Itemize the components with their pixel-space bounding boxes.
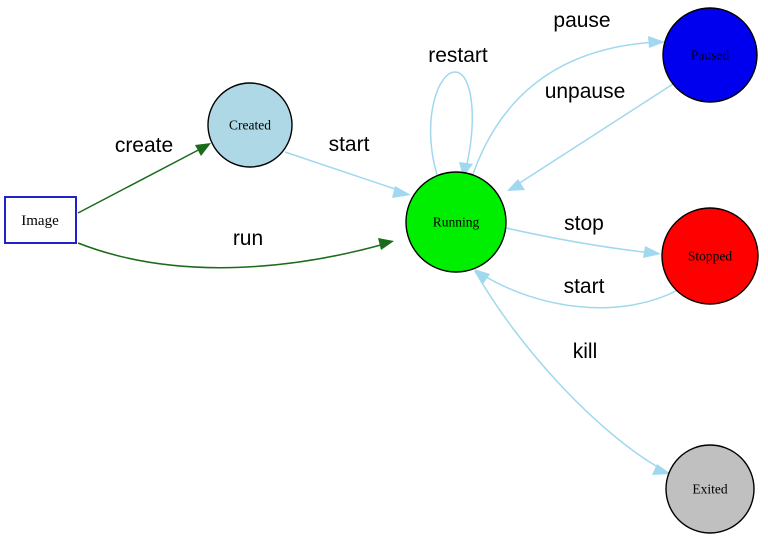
node-stopped[interactable]: Stopped: [661, 207, 759, 305]
edge-label-start-stopped: start: [564, 275, 605, 298]
node-created[interactable]: Created: [207, 82, 293, 168]
edge-label-create: create: [115, 134, 173, 157]
edge-stop[interactable]: stop: [505, 212, 661, 258]
node-paused-circle: [662, 7, 758, 103]
edge-stop-path: [505, 227, 654, 254]
node-exited-circle: [665, 444, 755, 534]
node-image[interactable]: Image: [4, 196, 77, 244]
edge-create[interactable]: create: [77, 134, 211, 214]
edge-restart-path: [429, 71, 474, 176]
edge-kill-path: [474, 270, 664, 471]
edge-label-pause: pause: [553, 9, 610, 32]
node-running[interactable]: Running: [405, 171, 507, 273]
node-stopped-circle: [661, 207, 759, 305]
edge-label-kill: kill: [573, 340, 598, 363]
edge-pause[interactable]: pause: [472, 9, 665, 175]
edge-start-created-arrowhead: [392, 186, 411, 198]
edge-label-restart: restart: [428, 44, 488, 67]
edge-label-stop: stop: [564, 212, 604, 235]
edge-unpause-path: [514, 83, 674, 187]
edge-pause-arrowhead: [648, 36, 665, 48]
edge-kill-arrowhead: [652, 464, 671, 475]
edge-label-unpause: unpause: [545, 80, 626, 103]
edge-unpause-arrowhead: [507, 179, 525, 191]
edge-label-run: run: [233, 227, 263, 250]
node-image-rect: [4, 196, 77, 244]
edge-run-arrowhead: [378, 238, 394, 250]
edge-create-path: [77, 145, 207, 214]
edge-run[interactable]: run: [77, 227, 394, 269]
edge-unpause[interactable]: unpause: [507, 80, 674, 191]
edge-start-created-path: [284, 151, 405, 193]
node-running-circle: [405, 171, 507, 273]
node-exited[interactable]: Exited: [665, 444, 755, 534]
edge-pause-path: [472, 41, 658, 175]
edge-run-path: [77, 242, 389, 269]
node-created-circle: [207, 82, 293, 168]
edge-start-stopped-arrowhead: [474, 269, 490, 284]
edge-label-start-created: start: [329, 133, 370, 156]
edge-stop-arrowhead: [643, 246, 661, 258]
edge-start-stopped[interactable]: start: [474, 269, 679, 309]
edge-start-stopped-path: [480, 273, 679, 309]
edge-start-created[interactable]: start: [284, 133, 411, 198]
edge-kill[interactable]: kill: [474, 270, 671, 475]
node-paused[interactable]: Paused: [662, 7, 758, 103]
edge-create-arrowhead: [195, 143, 211, 156]
